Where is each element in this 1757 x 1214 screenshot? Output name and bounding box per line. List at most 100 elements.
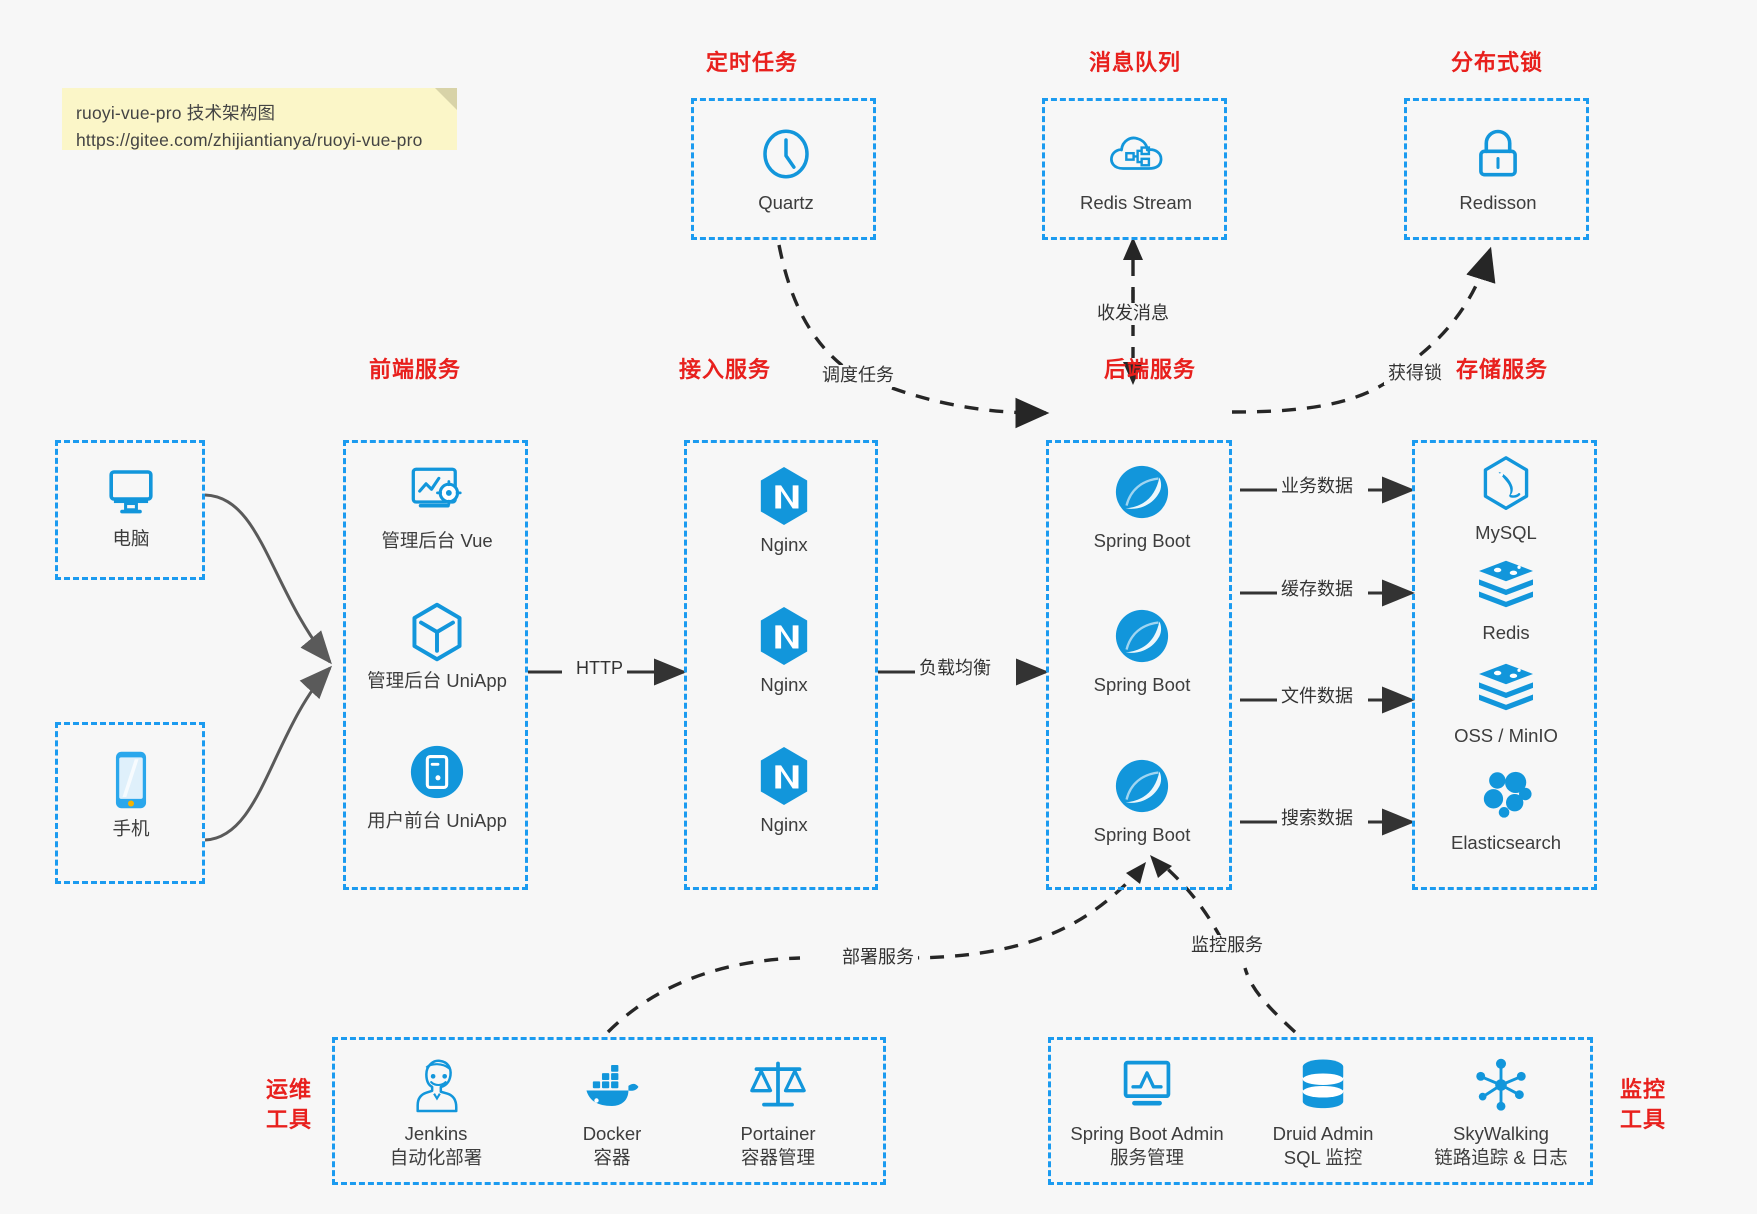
node-elasticsearch[interactable]: Elasticsearch [1421,763,1591,855]
edge-label-acquire-lock: 获得锁 [1384,363,1446,385]
node-quartz[interactable]: Quartz [701,123,871,215]
redis-icon [1421,553,1591,615]
node-spring-boot-admin[interactable]: Spring Boot Admin 服务管理 [1047,1054,1247,1171]
node-label: 管理后台 UniApp [367,670,507,691]
skywalking-icon [1406,1054,1596,1116]
scales-icon [693,1054,863,1116]
node-label: Spring Boot Admin [1070,1123,1224,1144]
note-line-1: ruoyi-vue-pro 技术架构图 [76,103,276,123]
node-label: 手机 [112,818,150,839]
node-label: Docker [582,1123,642,1144]
node-label: 管理后台 Vue [381,530,493,551]
cube-icon [352,601,522,663]
spring-boot-icon [1057,461,1227,523]
node-nginx-3[interactable]: Nginx [699,745,869,837]
group-title-monitor-tools: 监控 工具 [1612,1075,1674,1134]
cloud-stream-icon [1051,123,1221,185]
node-sublabel: 容器管理 [740,1147,815,1169]
group-box-frontend: 管理后台 Vue 管理后台 UniApp 用户前台 UniApp [343,440,528,890]
node-nginx-1[interactable]: Nginx [699,465,869,557]
monitor-chart-icon [1047,1054,1247,1116]
devops-title-line-1: 运维 [265,1077,312,1102]
node-label: Nginx [760,814,808,835]
edge-label-monitor-service: 监控服务 [1187,935,1267,957]
monitor-title-line-2: 工具 [1619,1106,1666,1132]
node-spring-boot-2[interactable]: Spring Boot [1057,605,1227,697]
node-spring-boot-3[interactable]: Spring Boot [1057,755,1227,847]
edge-label-deploy-service: 部署服务 [838,947,918,969]
node-jenkins[interactable]: Jenkins 自动化部署 [351,1054,521,1171]
node-label: Nginx [760,674,808,695]
spring-boot-icon [1057,605,1227,667]
app-circle-icon [352,741,522,803]
node-druid-admin[interactable]: Druid Admin SQL 监控 [1233,1054,1413,1171]
spring-boot-icon [1057,755,1227,817]
node-label: 用户前台 UniApp [367,810,507,831]
node-admin-uniapp[interactable]: 管理后台 UniApp [352,601,522,693]
node-sublabel: 容器 [593,1147,631,1169]
node-mysql[interactable]: MySQL [1421,453,1591,545]
group-box-scheduled-task: Quartz [691,98,876,240]
node-docker[interactable]: Docker 容器 [527,1054,697,1171]
mysql-icon [1421,453,1591,515]
node-oss-minio[interactable]: OSS / MinIO [1421,656,1591,748]
group-box-distributed-lock: Redisson [1404,98,1589,240]
desktop-icon [46,459,216,521]
node-label: Portainer [740,1123,816,1144]
node-spring-boot-1[interactable]: Spring Boot [1057,461,1227,553]
group-box-monitor-tools: Spring Boot Admin 服务管理 Druid Admin SQL 监… [1048,1037,1593,1185]
node-admin-vue[interactable]: 管理后台 Vue [352,461,522,553]
database-icon [1233,1054,1413,1116]
group-box-storage: MySQL Redis [1412,440,1597,890]
mobile-icon [46,749,216,811]
node-label: SkyWalking [1453,1123,1549,1144]
group-title-storage: 存储服务 [1455,357,1548,382]
oss-icon [1421,656,1591,718]
node-label: Spring Boot [1093,674,1191,695]
monitor-title-line-1: 监控 [1619,1077,1666,1102]
node-label: Elasticsearch [1450,832,1561,853]
node-redis[interactable]: Redis [1421,553,1591,645]
node-sublabel: 自动化部署 [389,1147,483,1169]
node-nginx-2[interactable]: Nginx [699,605,869,697]
title-note: ruoyi-vue-pro 技术架构图 https://gitee.com/zh… [62,88,457,150]
devops-title-line-2: 工具 [265,1106,312,1132]
group-title-devops-tools: 运维 工具 [258,1075,320,1134]
node-label: Druid Admin [1272,1123,1374,1144]
group-title-scheduled-task: 定时任务 [705,50,798,75]
node-mobile[interactable]: 手机 [46,749,216,841]
edge-label-schedule-task: 调度任务 [818,365,898,387]
group-title-frontend: 前端服务 [368,357,461,382]
clock-icon [701,123,871,185]
edge-label-send-receive-message: 收发消息 [1093,303,1173,325]
edge-label-cache-data: 缓存数据 [1277,579,1357,601]
node-label: 电脑 [112,528,150,549]
group-box-backend: Spring Boot Spring Boot Spring Boot [1046,440,1232,890]
group-title-distributed-lock: 分布式锁 [1450,50,1543,75]
node-label: Redis Stream [1079,192,1193,213]
node-label: Redisson [1459,192,1537,213]
node-label: Redis [1482,622,1530,643]
nginx-icon [699,605,869,667]
group-box-devops-tools: Jenkins 自动化部署 [332,1037,886,1185]
lock-icon [1413,123,1583,185]
node-sublabel: SQL 监控 [1283,1147,1363,1169]
group-title-backend: 后端服务 [1103,357,1196,382]
group-box-message-queue: Redis Stream [1042,98,1227,240]
jenkins-icon [351,1054,521,1116]
node-portainer[interactable]: Portainer 容器管理 [693,1054,863,1171]
node-label: Quartz [758,192,814,213]
group-box-gateway: Nginx Nginx Nginx [684,440,878,890]
node-skywalking[interactable]: SkyWalking 链路追踪 & 日志 [1406,1054,1596,1171]
node-redis-stream[interactable]: Redis Stream [1051,123,1221,215]
client-box-desktop: 电脑 [55,440,205,580]
node-desktop[interactable]: 电脑 [46,459,216,551]
edge-label-file-data: 文件数据 [1277,686,1357,708]
node-user-uniapp[interactable]: 用户前台 UniApp [352,741,522,833]
node-label: OSS / MinIO [1454,725,1558,746]
note-line-2: https://gitee.com/zhijiantianya/ruoyi-vu… [76,130,423,151]
node-redisson[interactable]: Redisson [1413,123,1583,215]
dashboard-gear-icon [352,461,522,523]
node-label: MySQL [1475,522,1537,543]
node-label: Jenkins [404,1123,468,1144]
